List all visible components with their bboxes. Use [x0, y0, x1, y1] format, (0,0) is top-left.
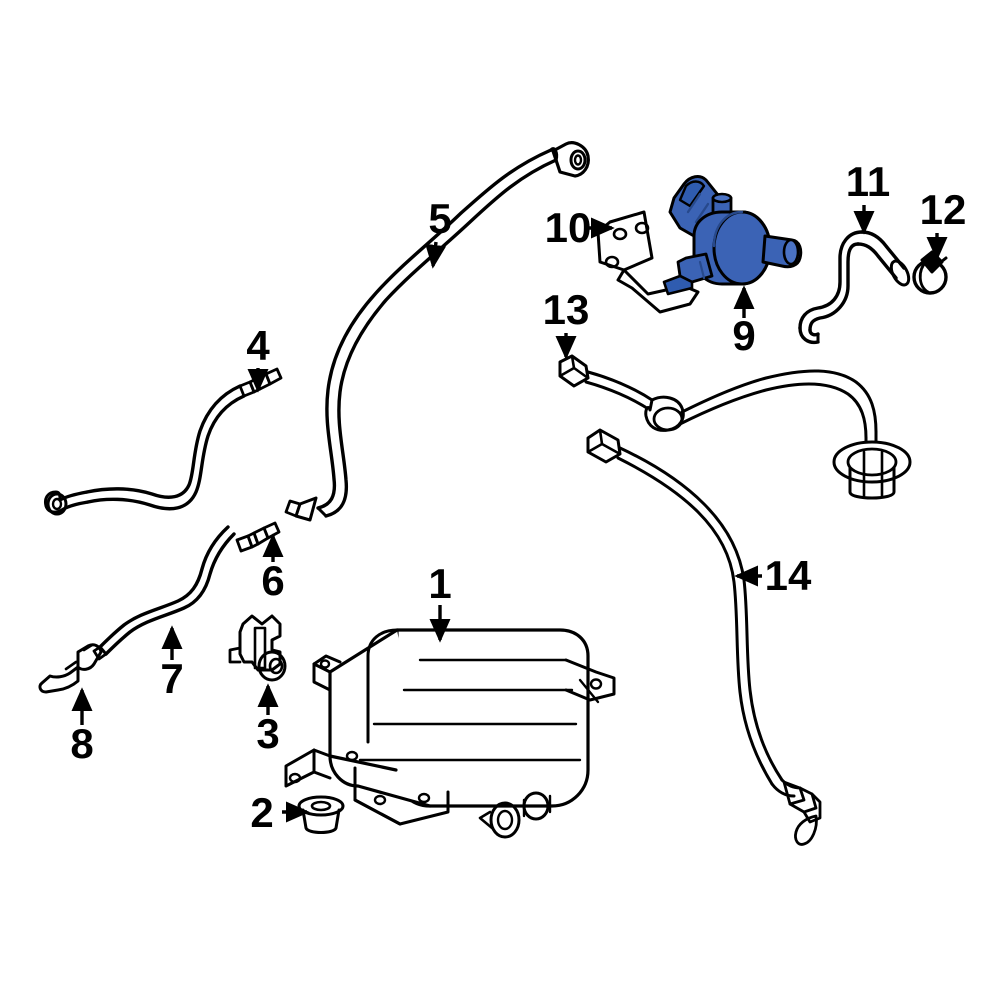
part-14-vent-line-assembly [586, 428, 822, 846]
callout-label-12: 12 [920, 186, 967, 233]
callout-label-10: 10 [545, 204, 592, 251]
callout-label-4: 4 [246, 322, 270, 369]
part-8-line-end-connector [38, 643, 103, 694]
callout-label-1: 1 [428, 560, 451, 607]
callout-label-11: 11 [846, 158, 890, 205]
callout-arrow-5 [425, 241, 447, 269]
part-7-vapor-line-short [92, 525, 236, 661]
callout-label-7: 7 [160, 655, 183, 702]
callout-label-9: 9 [732, 312, 755, 359]
callout-label-14: 14 [765, 552, 812, 599]
callout-label-13: 13 [543, 286, 590, 333]
part-9-purge-control-valve [662, 175, 803, 296]
part-13-fuel-tank-sensor-harness [558, 354, 912, 500]
callout-label-3: 3 [256, 710, 279, 757]
callout-label-8: 8 [70, 720, 93, 767]
part-4-line-connector-fitting [44, 367, 283, 516]
part-12-hose-clamp [912, 250, 948, 295]
part-1-vapor-canister [284, 628, 616, 839]
part-11-purge-hose [798, 230, 911, 345]
part-2-canister-grommet [297, 795, 345, 834]
callout-label-2: 2 [250, 789, 273, 836]
part-3-canister-bracket-clip [228, 614, 287, 682]
callout-label-5: 5 [428, 195, 451, 242]
part-5-vapor-line-long [284, 141, 590, 522]
callout-label-6: 6 [261, 557, 284, 604]
